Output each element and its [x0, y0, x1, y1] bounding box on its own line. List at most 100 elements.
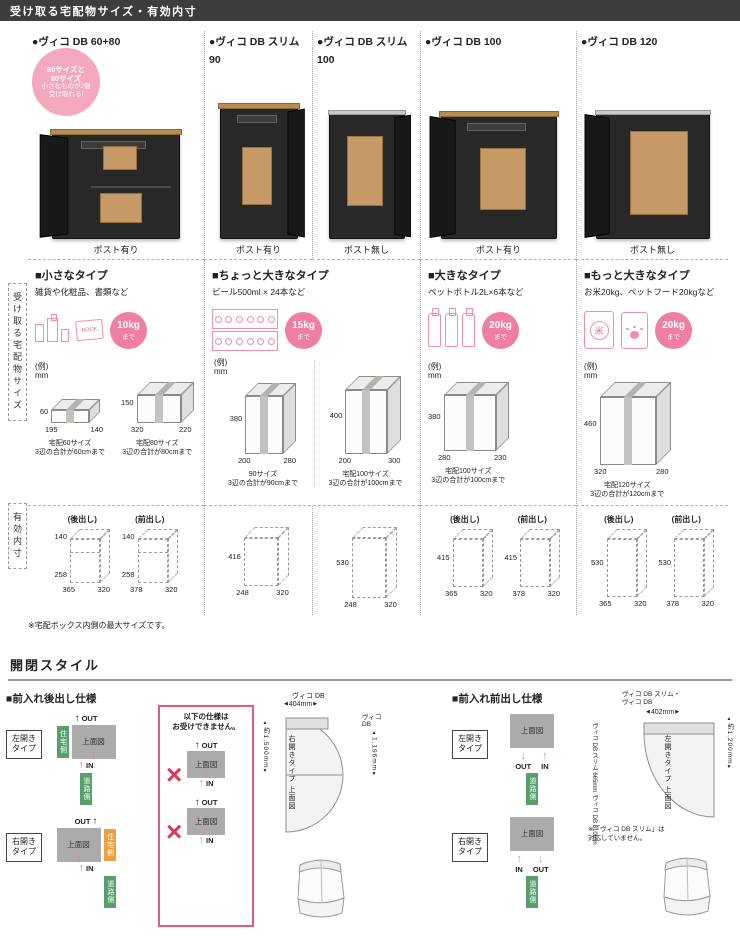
top-view-box: 上面図: [510, 713, 554, 748]
model-title: ●ヴィコ DB 120: [581, 36, 658, 48]
top-view-box: 上面図 ↑: [71, 724, 116, 762]
top-view-box: 上面図: [510, 816, 554, 851]
x-mark-icon: ×: [166, 758, 183, 790]
product-photo-db6080: [39, 129, 182, 239]
pink-arrow-icon: ↑: [198, 833, 205, 846]
metal-top: [327, 110, 406, 115]
parcel-box-figure: [51, 399, 101, 424]
style-section: ■前入れ後出し仕様 左開き タイプ ↑OUT 住宅側 上面図 ↑ ↑IN: [0, 691, 740, 931]
swing-total-dim: ▲約1,500mm▼: [262, 719, 269, 775]
open-door: [39, 134, 68, 238]
pink-arrow-icon: ↓: [538, 852, 544, 865]
photo-label: ポスト有り: [235, 245, 281, 255]
weight-badge: 15kg まで: [285, 311, 322, 349]
type-cell-large: ■大きなタイプ ペットボトル2L×6本など 20kg まで (例) mm: [420, 260, 576, 506]
inner-box-figure: [137, 528, 178, 583]
weight-badge: 10kg まで: [110, 311, 147, 349]
road-side-tag: 道路側: [104, 875, 116, 908]
slim-note: ※「ヴィコ DB スリム」は 対応していません。: [588, 825, 665, 842]
wood-top: [438, 111, 559, 117]
photo-label: ポスト有り: [475, 245, 521, 255]
type-cell-xlarge: ■もっと大きなタイプ お米20kg、ペットフード20kgなど 米 20kg まで…: [576, 260, 728, 506]
parcel-box: [630, 131, 689, 216]
photo-label: ポスト無し: [629, 245, 675, 255]
metal-top: [594, 110, 711, 115]
model-header-db120: ●ヴィコ DB 120: [576, 31, 728, 48]
swing-total-dim: ▲約1,200mm▼: [726, 715, 733, 771]
open-door: [394, 114, 412, 238]
photo-cell-slim90: ポスト有り: [204, 48, 312, 260]
prohibited-example: × ↑OUT 上面図 ↑ ↑IN: [164, 739, 248, 790]
cosmetics-icon: [35, 314, 69, 342]
mail-slot: [466, 123, 526, 131]
swing-width-dim: ◀404mm▶: [284, 700, 318, 708]
backout-spec-block: ■前入れ後出し仕様 左開き タイプ ↑OUT 住宅側 上面図 ↑ ↑IN: [6, 691, 158, 920]
parcel-box: [99, 193, 142, 224]
right-open-type-label: 右開き タイプ: [6, 832, 42, 863]
frontout-swing-diagram: ヴィコ DB スリム・ ヴィコ DB ◀402mm▶ 左開きタイプ 上面図 ヴィ…: [588, 691, 738, 931]
model-header-slim90: ●ヴィコ DB スリム90: [204, 31, 312, 66]
type-title: ■小さなタイプ: [35, 270, 108, 282]
pink-arrow-icon: ↑: [75, 852, 82, 865]
left-open-diagram: 上面図 ↓OUT ↑IN 道路側: [494, 713, 570, 805]
size-catalog: 受け取る宅配物サイズ 有効内寸 ●ヴィコ DB 60+80 ●ヴィコ DB スリ…: [8, 31, 734, 631]
product-photo-slim100: [327, 110, 412, 239]
house-side-tag: 住宅側: [56, 725, 69, 758]
parcel-box: [480, 147, 527, 210]
model-title: ●ヴィコ DB スリム90: [209, 36, 300, 66]
book-icon: BOOK: [75, 318, 104, 342]
rail-label-inner-size: 有効内寸: [8, 503, 27, 569]
inner-box-figure: [674, 528, 715, 597]
pink-arrow-icon: ↑: [203, 825, 209, 838]
photo-cell-db6080: 60サイズと 80サイズ 小さなものが2個 受け取れる! ポスト有り: [28, 48, 204, 260]
right-open-type-label: 右開き タイプ: [452, 832, 488, 863]
catalog-footnote: ※宅配ボックス内側の最大サイズです。: [28, 620, 170, 630]
model-header-slim100: ●ヴィコ DB スリム100: [312, 31, 420, 66]
pink-arrow-icon: ↑: [542, 749, 548, 762]
left-open-type-label: 左開き タイプ: [6, 729, 42, 760]
type-desc: ビール500ml × 24本など: [212, 287, 306, 297]
weight-badge: 20kg まで: [655, 311, 692, 349]
up-arrow-icon: ↑: [194, 739, 200, 751]
up-arrow-icon: ↑: [74, 712, 80, 724]
type-desc: お米20kg、ペットフード20kgなど: [584, 287, 715, 297]
example-label: (例) mm: [214, 358, 228, 377]
rice-bag-icon: 米: [584, 311, 614, 349]
photo-cell-db100: ポスト有り: [420, 48, 576, 260]
rail-size-text: 受け取る宅配物サイズ: [12, 292, 22, 412]
open-door: [429, 115, 456, 239]
prohibited-example: × ↑OUT 上面図 ↑ ↑IN: [164, 797, 248, 847]
pink-arrow-icon: ↑: [90, 749, 97, 762]
top-view-box: 上面図 ↑: [56, 827, 101, 865]
open-door: [287, 108, 305, 238]
house-side-tag: 住宅側: [103, 828, 116, 861]
swing-center-label: 左開きタイプ 上面図: [664, 734, 671, 810]
product-sketch: [297, 859, 345, 918]
product-photo-slim90: [217, 103, 305, 239]
top-view-box: 上面図 ↑: [187, 750, 225, 780]
photo-cell-db120: ポスト無し: [576, 48, 728, 260]
swing-width-dim: ◀402mm▶: [646, 708, 680, 716]
frontout-spec-block: ■前入れ前出し仕様 左開き タイプ 上面図 ↓OUT ↑IN 道路側: [452, 691, 588, 920]
photo-label: ポスト無し: [343, 245, 389, 255]
pink-arrow-icon: ↑: [78, 861, 85, 874]
prohibited-title: 以下の仕様は お受けできません。: [172, 711, 240, 731]
swing-depth-dim: ヴィコ DB ▲1,196mm▼: [362, 713, 382, 777]
paw-icon: [630, 330, 639, 339]
